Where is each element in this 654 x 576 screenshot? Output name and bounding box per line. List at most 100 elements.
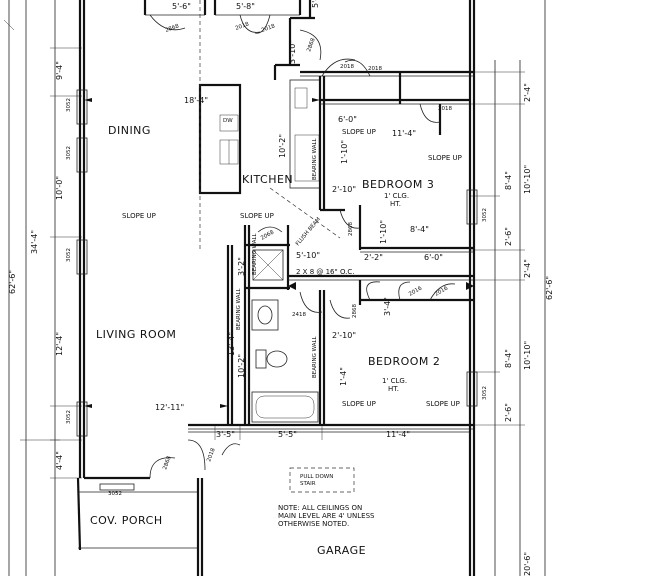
joist-note: 2 X 8 @ 16" O.C. xyxy=(296,268,355,276)
dim-text: 10'-10" xyxy=(523,341,532,370)
dim-text: 2'-2" xyxy=(364,253,383,262)
dim-text: 11'-4" xyxy=(392,129,416,138)
hall-bath-walls xyxy=(226,225,474,425)
door-tag: 2018 xyxy=(235,21,251,32)
dishwasher-label: DW xyxy=(223,118,233,124)
dim-text: 6'-0" xyxy=(424,253,443,262)
window-tag: 3052 xyxy=(66,248,72,262)
ceiling-note-3: OTHERWISE NOTED. xyxy=(278,520,349,528)
dim-text: 3'-2" xyxy=(237,257,246,276)
dim-text: 12'-11" xyxy=(155,403,184,412)
window-tag: 3052 xyxy=(66,98,72,112)
bearing-wall-hall-b: BEARING WALL xyxy=(252,232,258,275)
dim-text: 4'-4" xyxy=(55,451,64,470)
pull-down-stair-box xyxy=(289,467,355,493)
dim-text: 3'-10" xyxy=(288,40,297,64)
dim-text: 2'-4" xyxy=(523,83,532,102)
dim-text: 5'-6" xyxy=(172,2,191,11)
dim-text: 6'-0" xyxy=(338,115,357,124)
ceiling-height-bed3-1: 1' CLG. xyxy=(384,192,409,200)
dim-text: 62'-6" xyxy=(545,276,554,300)
dim-text: 9'-4" xyxy=(55,61,64,80)
bearing-wall-kitchen: BEARING WALL xyxy=(312,137,318,180)
pull-down-stair-1: PULL DOWN xyxy=(300,474,333,480)
bearing-wall-hall-a: BEARING WALL xyxy=(236,287,242,330)
dim-text: 8'-4" xyxy=(504,171,513,190)
room-label-bedroom3: BEDROOM 3 xyxy=(362,178,434,191)
bedroom2-walls xyxy=(366,281,456,301)
door-tag: 2868 xyxy=(306,37,317,53)
exterior-walls xyxy=(76,0,476,576)
dim-text: 3'-4" xyxy=(383,297,392,316)
slope-up-living: SLOPE UP xyxy=(122,212,156,220)
slope-up-bed3-a: SLOPE UP xyxy=(342,128,376,136)
dim-text: 1'-10" xyxy=(340,140,349,164)
room-label-cov-porch: COV. PORCH xyxy=(90,514,163,527)
dim-text: 2'-6" xyxy=(504,403,513,422)
window-tag: 3052 xyxy=(482,208,488,222)
top-rooms-partial xyxy=(143,0,322,80)
dim-text: 20'-6" xyxy=(523,552,532,576)
dim-text: 8'-4" xyxy=(410,225,429,234)
dim-text: 1'-10" xyxy=(379,220,388,244)
dim-text: 2'-6" xyxy=(504,227,513,246)
door-tag: 2868 xyxy=(165,23,181,34)
dim-text: 2'-4" xyxy=(523,259,532,278)
room-label-bedroom2: BEDROOM 2 xyxy=(368,355,440,368)
window-tag: 3052 xyxy=(482,386,488,400)
ceiling-note-1: NOTE: ALL CEILINGS ON xyxy=(278,504,362,512)
dim-text: 10'-10" xyxy=(523,165,532,194)
door-tag: 2018 xyxy=(206,447,217,463)
dim-text: 10'-2" xyxy=(278,134,287,158)
slope-up-bed2-b: SLOPE UP xyxy=(426,400,460,408)
left-dimension-lines xyxy=(3,0,82,576)
dim-text: 2'-10" xyxy=(332,331,356,340)
dim-text: 1'-4" xyxy=(339,367,348,386)
door-tag: 2418 xyxy=(292,312,306,318)
door-tag: 2868 xyxy=(352,304,358,318)
room-label-living-room: LIVING ROOM xyxy=(96,328,176,341)
dim-text: 2'-10" xyxy=(332,185,356,194)
dim-text: 5'-5" xyxy=(278,430,297,439)
slope-up-kitchen: SLOPE UP xyxy=(240,212,274,220)
pull-down-stair-2: STAIR xyxy=(300,481,316,487)
dim-text: 11'-4" xyxy=(386,430,410,439)
door-tag: 2018 xyxy=(261,23,277,34)
dim-text: 5'-10" xyxy=(296,251,320,260)
dim-text: 34'-4" xyxy=(30,230,39,254)
door-tag: 2868 xyxy=(348,222,354,236)
dim-text: 13'-4" xyxy=(227,332,236,356)
dim-text: 10'-2" xyxy=(237,354,246,378)
dim-text: 62'-6" xyxy=(8,270,17,294)
right-dimension-lines xyxy=(470,0,546,576)
flush-beam: FLUSH BEAM xyxy=(295,216,322,247)
door-tag: 2018 xyxy=(438,106,452,112)
dim-text: 5'-0" xyxy=(311,0,320,8)
ceiling-height-bed2-2: HT. xyxy=(388,385,399,393)
window-tag: 3052 xyxy=(108,491,122,497)
door-tag: 2016 xyxy=(408,285,424,297)
bearing-wall-bath: BEARING WALL xyxy=(312,335,318,378)
ceiling-height-bed3-2: HT. xyxy=(390,200,401,208)
slope-up-bed3-b: SLOPE UP xyxy=(428,154,462,162)
ceiling-height-bed2-1: 1' CLG. xyxy=(382,377,407,385)
dim-text: 5'-8" xyxy=(236,2,255,11)
window-tag: 3052 xyxy=(66,410,72,424)
door-tag: 2068 xyxy=(260,229,276,241)
room-label-kitchen: KITCHEN xyxy=(242,173,293,186)
door-tag: 2016 xyxy=(434,285,450,297)
dim-text: 10'-0" xyxy=(55,176,64,200)
dim-text: 12'-4" xyxy=(55,332,64,356)
room-label-dining: DINING xyxy=(108,124,151,137)
dim-text: 3'-5" xyxy=(216,430,235,439)
door-tag: 2018 xyxy=(368,66,382,72)
dim-text: 18'-4" xyxy=(184,96,208,105)
window-tag: 3052 xyxy=(66,146,72,160)
dim-text: 8'-4" xyxy=(504,349,513,368)
bedroom3-walls xyxy=(318,58,474,253)
entry-doors xyxy=(149,439,241,479)
dimension-arrows xyxy=(84,98,474,408)
slope-up-bed2-a: SLOPE UP xyxy=(342,400,376,408)
ceiling-note-2: MAIN LEVEL ARE 4' UNLESS xyxy=(278,512,375,520)
